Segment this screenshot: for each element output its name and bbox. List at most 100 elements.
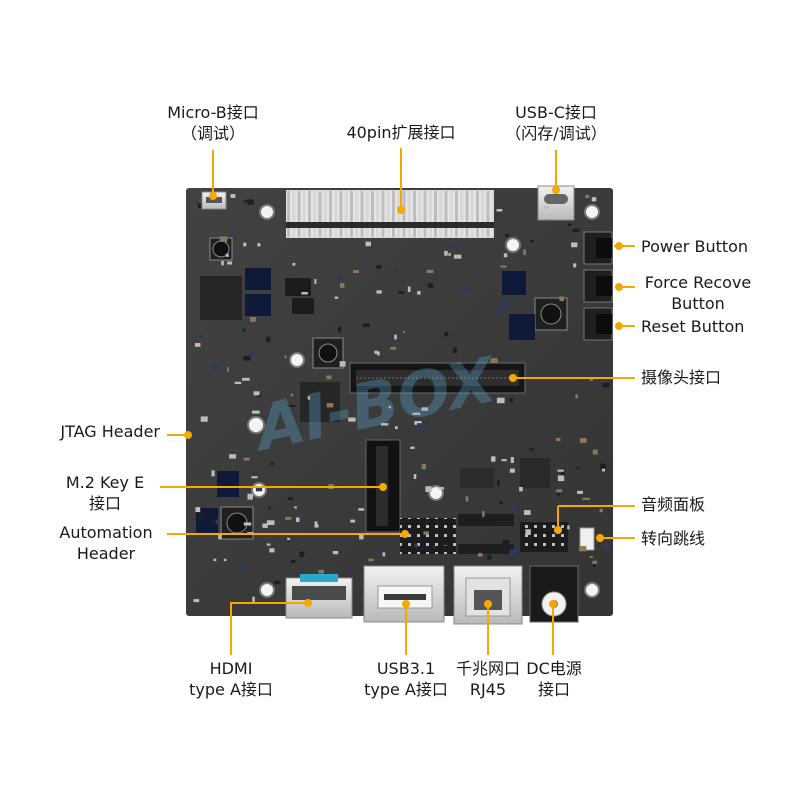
- label-dc: DC电源 接口: [520, 658, 588, 700]
- smd-part: [223, 558, 227, 562]
- label-m2: M.2 Key E 接口: [55, 472, 155, 514]
- label-automation-line1: Automation: [59, 523, 153, 542]
- smd-part: [301, 292, 308, 295]
- label-hdmi-line2: type A接口: [189, 680, 273, 699]
- smd-part: [255, 486, 263, 492]
- label-rj45: 千兆网口 RJ45: [446, 658, 530, 700]
- smd-part: [602, 382, 610, 388]
- smd-part: [242, 328, 245, 332]
- smd-part: [410, 446, 415, 449]
- smd-part: [294, 506, 297, 509]
- smd-part: [257, 243, 261, 247]
- smd-part: [496, 209, 503, 212]
- smd-part: [250, 317, 256, 322]
- label-hdmi-line1: HDMI: [209, 659, 253, 678]
- smd-part: [243, 522, 252, 526]
- smd-part: [285, 517, 292, 520]
- smd-part: [589, 556, 593, 558]
- smd-part: [557, 469, 564, 472]
- smd-part: [557, 475, 565, 482]
- smd-part: [501, 302, 508, 308]
- smd-part: [571, 242, 578, 248]
- smd-part: [194, 343, 201, 347]
- label-usb-c: USB-C接口 （闪存/调试）: [491, 102, 621, 144]
- smd-part: [290, 560, 296, 563]
- smd-part: [509, 398, 513, 403]
- smd-part: [234, 381, 242, 384]
- smd-part: [314, 524, 319, 528]
- smd-part: [251, 410, 260, 414]
- label-jumper: 转向跳线: [641, 528, 705, 549]
- smd-part: [390, 346, 396, 350]
- label-micro-b-line2: （调试）: [180, 124, 245, 143]
- label-force-recovery-line1: Force Recove: [644, 273, 752, 292]
- smd-part: [221, 260, 224, 266]
- smd-part: [243, 200, 251, 203]
- smd-part: [198, 513, 204, 519]
- smd-part: [225, 253, 229, 257]
- label-usb31: USB3.1 type A接口: [352, 658, 460, 700]
- smd-part: [326, 403, 334, 408]
- smd-part: [287, 404, 296, 407]
- callout-dots: [184, 186, 623, 608]
- label-rj45-line2: RJ45: [469, 680, 507, 699]
- smd-part: [334, 296, 339, 299]
- smd-part: [332, 551, 339, 555]
- smd-part: [441, 541, 450, 546]
- smd-part: [465, 496, 469, 502]
- smd-part: [544, 206, 550, 210]
- smd-part: [227, 367, 230, 372]
- smd-part: [218, 533, 222, 540]
- smd-part: [378, 551, 383, 554]
- label-usb31-line1: USB3.1: [376, 659, 436, 678]
- smd-part: [362, 323, 370, 328]
- smd-part: [591, 197, 597, 202]
- smd-part: [284, 355, 287, 358]
- smd-part: [213, 558, 217, 562]
- smd-part: [242, 377, 250, 381]
- label-automation: Automation Header: [46, 522, 166, 564]
- smd-part: [494, 308, 503, 313]
- smd-part: [359, 534, 364, 540]
- smd-part: [579, 546, 587, 552]
- smd-part: [502, 539, 510, 545]
- label-camera-line1: 摄像头接口: [641, 368, 722, 387]
- fpc-connector: [458, 514, 514, 526]
- smd-part: [423, 531, 429, 535]
- smd-part: [525, 529, 531, 535]
- smd-part: [453, 347, 457, 354]
- smd-part: [318, 569, 324, 574]
- label-jtag-line1: JTAG Header: [60, 422, 160, 441]
- smd-part: [496, 397, 505, 404]
- smd-part: [247, 199, 254, 205]
- smd-part: [580, 438, 587, 443]
- smd-part: [577, 288, 581, 293]
- smd-part: [241, 566, 248, 571]
- label-usb31-line2: type A接口: [364, 680, 448, 699]
- label-usb-c-line2: （闪存/调试）: [505, 124, 607, 143]
- smd-part: [509, 468, 515, 473]
- smd-part: [248, 352, 256, 356]
- smd-part: [388, 405, 392, 409]
- smd-part: [523, 510, 531, 515]
- smd-part: [567, 525, 570, 530]
- smd-part: [407, 286, 411, 292]
- smd-part: [444, 250, 448, 256]
- smd-part: [394, 334, 397, 340]
- smd-part: [519, 487, 523, 492]
- pin-header-40-graphic: [286, 190, 494, 238]
- smd-part: [252, 596, 255, 602]
- hdmi-port-graphic: [285, 574, 353, 619]
- smd-part: [523, 249, 526, 255]
- smd-part: [290, 393, 293, 397]
- smd-part: [287, 537, 291, 540]
- label-40pin: 40pin扩展接口: [331, 122, 471, 143]
- smd-part: [417, 423, 425, 429]
- smd-part: [582, 497, 590, 500]
- smd-part: [432, 545, 435, 548]
- smd-part: [292, 262, 296, 266]
- smd-part: [559, 296, 565, 302]
- label-m2-line1: M.2 Key E: [65, 473, 145, 492]
- smd-part: [413, 474, 417, 479]
